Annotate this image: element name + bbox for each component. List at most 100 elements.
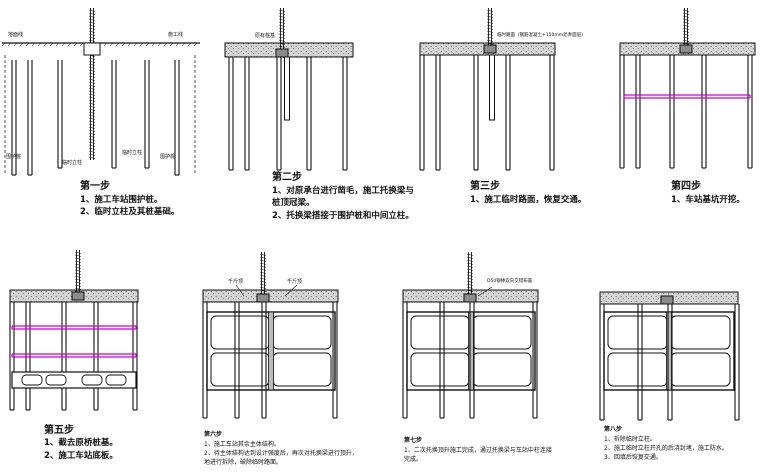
panel-2-desc-line: 1、对原承台进行凿毛，施工托换梁与	[272, 186, 414, 196]
p5-base-opening-1	[45, 374, 67, 386]
p3-temp-column-thread	[486, 27, 494, 30]
p6-temp-column-thread	[259, 277, 267, 280]
p4-temp-column-thread	[682, 21, 690, 24]
p5-temp-column-thread	[74, 287, 82, 290]
p3-temp-column-thread	[486, 12, 494, 15]
panel-1-label-temp-column: 临时立柱	[62, 160, 83, 166]
p1-ground-line-hatch	[133, 42, 138, 47]
p3-temp-column-thread	[486, 39, 494, 42]
p6-temp-column-thread	[259, 256, 267, 259]
p1-ground-line-hatch	[25, 42, 30, 47]
p1-temp-column-thread	[88, 114, 96, 117]
p1-temp-column-thread	[88, 129, 96, 132]
p3-temp-column-thread	[486, 21, 494, 24]
p1-ground-line-hatch	[73, 42, 78, 47]
p2-temp-column-thread	[278, 18, 286, 21]
p2-temp-column-thread	[278, 30, 286, 33]
p5-temp-column-thread	[74, 266, 82, 269]
p1-ground-line-hatch	[187, 42, 192, 47]
p7-bar-pointer	[477, 286, 493, 297]
p3-pile-cap	[483, 44, 497, 54]
p1-ground-line-hatch	[121, 42, 126, 47]
p3-temp-column-thread	[486, 24, 494, 27]
panel-5-desc-line: 1、截去原桥桩基。	[44, 438, 118, 448]
p1-temp-column-thread	[88, 153, 96, 156]
p4-pile-cap	[679, 44, 693, 54]
p2-original-pile	[284, 56, 290, 121]
p1-ground-line-hatch	[109, 42, 114, 47]
panel-6-desc-line: 2、待主体结构达到设计强度后，再次对托换梁进行顶升，	[204, 450, 358, 457]
p6-station-center-column	[268, 311, 274, 391]
p5-pile-cap	[71, 291, 85, 301]
p1-temp-column-thread	[88, 78, 96, 81]
p2-temp-column-thread	[278, 39, 286, 42]
p7-temp-column-thread	[466, 286, 474, 289]
panel-1-desc-line: 2、临时立柱及其桩基础。	[80, 207, 180, 217]
p1-temp-column-thread	[88, 138, 96, 141]
p1-ground-line-hatch	[13, 42, 18, 47]
panel-7-desc-line: 1、二次托换顶升施工完成，通过托换梁与车站中柱连接	[404, 447, 552, 454]
p4-temp-column-thread	[682, 42, 690, 45]
panel-2-desc-line: 桩顶冠梁。	[272, 198, 315, 208]
p1-ground-line-hatch	[175, 42, 180, 47]
p3-original-pile	[489, 54, 495, 121]
p4-temp-column-thread	[682, 15, 690, 18]
p1-temp-column-thread	[88, 102, 96, 105]
p4-temp-column-thread	[682, 12, 690, 15]
p1-temp-column-thread	[88, 144, 96, 147]
p2-temp-column-thread	[278, 21, 286, 24]
p1-temp-column-thread	[88, 66, 96, 69]
p1-temp-column-thread	[88, 21, 96, 24]
p1-temp-column-thread	[88, 117, 96, 120]
p1-ground-line-hatch	[115, 42, 120, 47]
p7-temp-column-thread	[466, 271, 474, 274]
panel-7-desc-line: 完成。	[404, 456, 423, 463]
p2-transfer-beam	[224, 42, 354, 58]
panel-1-desc-line: 1、施工车站围护桩。	[80, 195, 163, 205]
p1-pile-cap	[83, 42, 101, 56]
p2-pile-cap	[275, 48, 289, 58]
p6-temp-column-thread	[259, 259, 267, 262]
p1-ground-line-hatch	[157, 42, 162, 47]
p5-temp-column-thread	[74, 254, 82, 257]
p1-temp-column-thread	[88, 72, 96, 75]
p5-temp-column-thread	[74, 275, 82, 278]
p5-temp-column-thread	[74, 257, 82, 260]
p1-ground-line-hatch	[61, 42, 66, 47]
p5-base-opening-2	[81, 374, 103, 386]
p1-temp-column-thread	[88, 111, 96, 114]
p1-temp-column-thread	[88, 39, 96, 42]
p5-temp-column-thread	[74, 260, 82, 263]
p7-pile-cap	[463, 293, 477, 303]
panel-7-label-steel-bars: D50钢棒双向交错布置	[487, 279, 533, 284]
p1-ground-line-hatch	[43, 42, 48, 47]
p1-temp-column-thread	[88, 99, 96, 102]
p1-temp-column-thread	[88, 27, 96, 30]
p6-temp-road	[202, 289, 339, 303]
p5-temp-column-thread	[74, 251, 82, 254]
p7-temp-column-thread	[466, 259, 474, 262]
p7-temp-column-thread	[466, 277, 474, 280]
p1-temp-column-thread	[88, 33, 96, 36]
p1-temp-column-thread	[88, 69, 96, 72]
panel-6-desc-line: 地进行拆除，破除临时路面。	[204, 459, 283, 466]
panel-4-desc-line: 1、车站基坑开挖。	[671, 195, 745, 205]
p1-ground-line-hatch	[7, 42, 12, 47]
p7-temp-column-thread	[466, 268, 474, 271]
p4-temp-column-thread	[682, 18, 690, 21]
p6-temp-column-thread	[259, 265, 267, 268]
p3-temp-column-thread	[486, 15, 494, 18]
p7-temp-column-thread	[466, 289, 474, 292]
panel-6-desc-line: 1、施工车站其余主体结构。	[204, 441, 280, 448]
panel-7-step-title: 第七步	[404, 437, 423, 444]
p6-pile-cap	[256, 293, 270, 303]
p1-temp-column-thread	[88, 60, 96, 63]
panel-1-label-retaining-pile: 围护桩	[160, 154, 176, 160]
p2-temp-column-thread	[278, 33, 286, 36]
p1-temp-column-thread	[88, 141, 96, 144]
p6-temp-column-thread	[259, 283, 267, 286]
p1-temp-column-thread	[88, 24, 96, 27]
panel-3-label-temp-road: 临时路面（钢筋混凝土+150mm沥青面层）	[497, 33, 586, 38]
